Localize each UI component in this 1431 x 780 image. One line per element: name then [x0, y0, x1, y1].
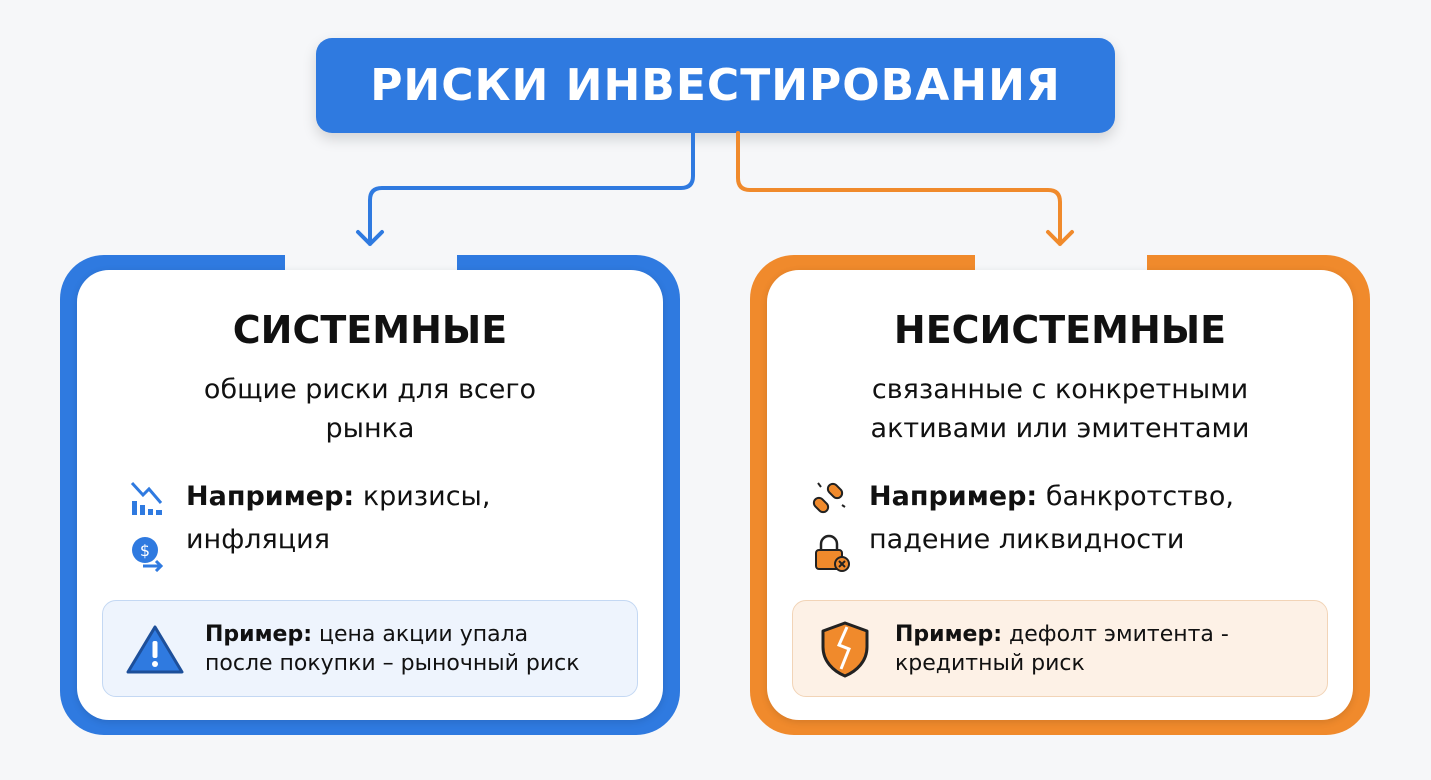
warning-icon [126, 625, 184, 673]
svg-text:$: $ [140, 541, 150, 560]
broken-chain-icon [812, 482, 846, 514]
orange-connector-arrow [736, 131, 1074, 246]
nonsystemic-title: НЕСИСТЕМНЫЕ [893, 308, 1227, 352]
nonsystemic-example: Например: банкротство,падение ликвидност… [812, 475, 1234, 572]
nonsystemic-note: Пример: дефолт эмитента -кредитный риск [792, 600, 1328, 697]
systemic-example: $ Например: кризисы,инфляция [129, 475, 490, 573]
blue-connector-arrow [356, 131, 695, 246]
systemic-title: СИСТЕМНЫЕ [232, 308, 508, 352]
falling-chart-icon [130, 481, 163, 515]
page-title: РИСКИ ИНВЕСТИРОВАНИЯ [316, 38, 1115, 133]
dollar-coin-icon: $ [132, 537, 164, 573]
broken-shield-icon [821, 621, 869, 677]
lock-x-icon [815, 534, 850, 572]
